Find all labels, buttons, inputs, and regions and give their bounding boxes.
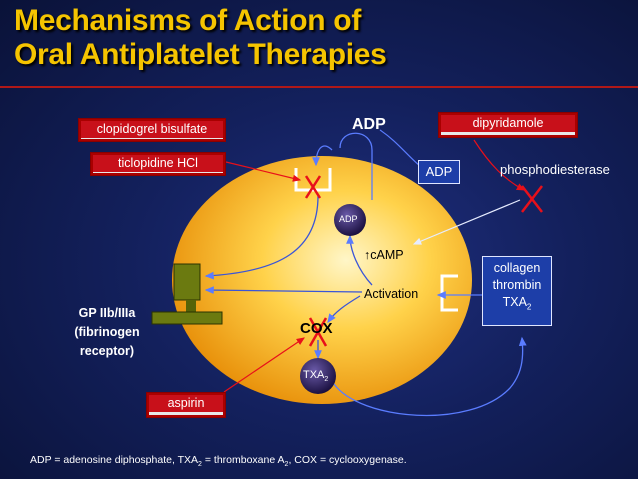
adp-loop-arrow: [339, 132, 373, 200]
phosphodiesterase-label: phosphodiesterase: [500, 162, 610, 177]
title-rule: [0, 86, 638, 88]
adp-top-label: ADP: [352, 116, 386, 133]
txa2-granule: [300, 358, 336, 394]
pde-to-camp-arrow: [412, 199, 521, 245]
title-line-1: Mechanisms of Action of: [14, 4, 362, 37]
agonist-box: collagen thrombin TXA2: [482, 256, 552, 326]
drug-label-aspirin: aspirin: [149, 395, 223, 412]
gp-receptor-label: GP IIb/IIIa (fibrinogen receptor): [62, 304, 152, 361]
activation-to-gp-arrow: [204, 286, 363, 294]
adp-granule-label: ADP: [339, 214, 358, 224]
camp-label: ↑cAMP: [364, 248, 404, 262]
gp-receptor-icon: [151, 263, 223, 325]
drug-box-clopidogrel: clopidogrel bisulfate: [78, 118, 226, 142]
gp-line-3: receptor): [79, 344, 135, 358]
agonist-txa2: TXA2: [502, 295, 532, 312]
adp-to-receptor-arrow: [312, 145, 333, 167]
ticlopidine-arrow: [225, 161, 302, 182]
page-title: Mechanisms of Action of Oral Antiplatele…: [14, 4, 387, 72]
cox-label: COX: [300, 320, 333, 337]
receptor-to-gp-arrow: [204, 195, 319, 280]
drug-box-ticlopidine: ticlopidine HCl: [90, 152, 226, 176]
adp-box: ADP: [418, 160, 460, 184]
adp-granule: [334, 204, 366, 236]
drug-box-aspirin: aspirin: [146, 392, 226, 418]
activation-label: Activation: [364, 287, 419, 301]
adp-box-label: ADP: [425, 164, 453, 179]
activation-to-adp-arrow: [346, 234, 373, 286]
aspirin-arrow: [223, 337, 305, 393]
dipyridamole-arrow: [473, 139, 526, 191]
txa2-feedback-arrow: [333, 336, 527, 417]
title-line-2: Oral Antiplatelet Therapies: [14, 38, 387, 71]
gp-line-2: (fibrinogen: [74, 325, 140, 339]
gp-line-1: GP IIb/IIIa: [78, 306, 136, 320]
drug-label-dipyridamole: dipyridamole: [441, 115, 575, 132]
inhibit-x-cox: [308, 317, 328, 347]
inhibit-x-adp-receptor: [304, 175, 322, 199]
abbreviation-footnote: ADP = adenosine diphosphate, TXA2 = thro…: [30, 454, 407, 469]
drug-label-ticlopidine: ticlopidine HCl: [93, 155, 223, 172]
inhibit-x-pde: [521, 185, 543, 213]
agonist-thrombin: thrombin: [492, 278, 542, 292]
agonist-collagen: collagen: [493, 261, 541, 275]
activation-to-cox-arrow: [327, 295, 361, 324]
drug-box-dipyridamole: dipyridamole: [438, 112, 578, 138]
camp-text: cAMP: [370, 248, 404, 262]
drug-label-clopidogrel: clopidogrel bisulfate: [81, 121, 223, 138]
platelet-cell: [172, 156, 472, 404]
txa2-granule-label: TXA2: [303, 369, 329, 384]
